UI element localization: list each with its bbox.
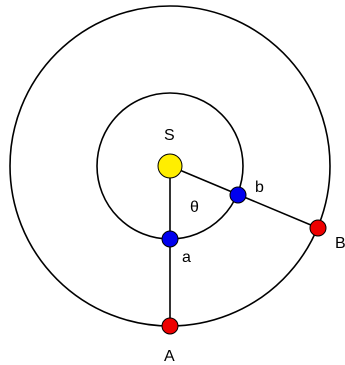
outer-planet-B xyxy=(309,219,327,237)
label-inner-b: b xyxy=(255,179,264,196)
inner-planet-b xyxy=(229,186,247,204)
inner-planet-a xyxy=(161,230,179,248)
label-outer-A: A xyxy=(164,348,175,365)
label-sun: S xyxy=(164,127,175,144)
outer-planet-A xyxy=(161,317,179,335)
label-angle: θ xyxy=(190,199,199,216)
label-outer-B: B xyxy=(335,235,345,252)
label-inner-a: a xyxy=(182,249,191,266)
sun xyxy=(157,153,183,179)
